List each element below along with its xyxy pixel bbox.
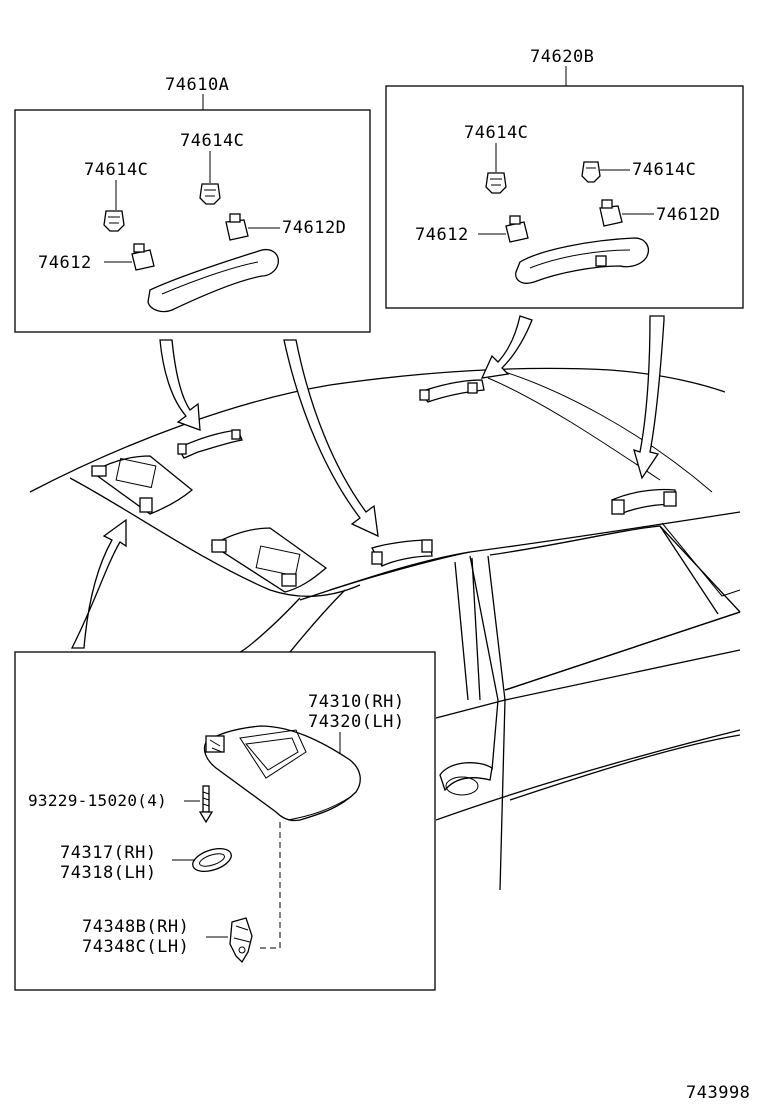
clip-icon bbox=[485, 172, 507, 194]
installed-assist-grip-mid bbox=[371, 539, 433, 567]
installed-sun-visor-lh bbox=[210, 527, 328, 593]
clip-icon bbox=[199, 183, 221, 205]
label-74317-rh: 74317(RH) bbox=[60, 843, 157, 863]
installed-assist-grip-rear-1 bbox=[418, 379, 485, 403]
arrow-visor-group-to-car bbox=[70, 518, 127, 649]
arrow-group-a-to-front-grip bbox=[159, 339, 201, 431]
clip-icon bbox=[581, 161, 601, 183]
plug-icon bbox=[505, 215, 529, 243]
group-label-74620b: 74620B bbox=[530, 47, 594, 67]
label-74614c-b-right: 74614C bbox=[632, 160, 696, 180]
label-74612-a: 74612 bbox=[38, 253, 92, 273]
arrow-group-b-to-rear-grip-1 bbox=[480, 315, 533, 379]
figure-number: 743998 bbox=[686, 1083, 750, 1103]
plug-icon bbox=[225, 213, 249, 241]
label-93229-15020: 93229-15020(4) bbox=[28, 791, 167, 810]
label-74310-rh: 74310(RH) bbox=[308, 692, 405, 712]
assist-grip-icon bbox=[147, 248, 279, 313]
label-74614c-b-left: 74614C bbox=[464, 123, 528, 143]
screw-icon bbox=[198, 785, 214, 824]
label-74612d-b: 74612D bbox=[656, 205, 720, 225]
label-74320-lh: 74320(LH) bbox=[308, 712, 405, 732]
clip-icon bbox=[103, 210, 125, 232]
label-74348c-lh: 74348C(LH) bbox=[82, 937, 189, 957]
assist-grip-icon bbox=[515, 237, 649, 284]
plug-icon bbox=[131, 243, 155, 271]
visor-holder-icon bbox=[229, 917, 253, 964]
label-74614c-a-top: 74614C bbox=[180, 131, 244, 151]
installed-sun-visor-rh bbox=[90, 455, 194, 515]
vehicle-body-outline bbox=[29, 367, 741, 891]
arrow-group-a-to-mid-grip bbox=[283, 339, 379, 538]
installed-assist-grip-rear-2 bbox=[611, 488, 677, 515]
sun-visor-icon bbox=[203, 725, 361, 822]
plug-icon bbox=[599, 199, 623, 227]
installed-assist-grip-front bbox=[177, 429, 243, 459]
label-74348b-rh: 74348B(RH) bbox=[82, 917, 189, 937]
arrow-group-b-to-rear-grip-2 bbox=[633, 315, 665, 480]
label-74612d-a: 74612D bbox=[282, 218, 346, 238]
group-label-74610a: 74610A bbox=[165, 75, 229, 95]
group-box-74610a: 74610A 74614C 74614C 74612D 74612 bbox=[14, 75, 371, 333]
label-74612-b: 74612 bbox=[415, 225, 469, 245]
visor-cover-icon bbox=[192, 848, 232, 872]
group-box-sun-visor: 74310(RH) 74320(LH) 93229-15020(4) 74317… bbox=[14, 651, 436, 991]
group-box-74620b: 74620B 74614C 74614C 74612D 74612 bbox=[385, 47, 744, 309]
label-74614c-a-left: 74614C bbox=[84, 160, 148, 180]
label-74318-lh: 74318(LH) bbox=[60, 863, 157, 883]
